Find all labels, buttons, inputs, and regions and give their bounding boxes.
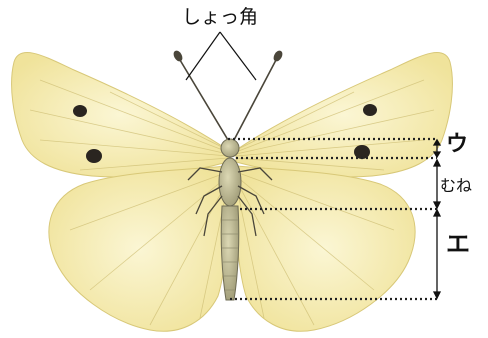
thorax-label: むね	[440, 178, 472, 194]
right-upper-spot	[363, 104, 377, 116]
left-forewing	[12, 53, 228, 178]
abdomen-label: エ	[446, 232, 470, 256]
antenna-pointer	[186, 32, 256, 80]
right-forewing	[236, 53, 452, 178]
head-label: ウ	[446, 134, 468, 156]
left-upper-spot	[73, 105, 87, 117]
thorax	[219, 158, 241, 206]
dimension-arrows	[434, 140, 440, 298]
head	[221, 139, 239, 157]
left-lower-spot	[86, 149, 102, 163]
antenna-label: しょっ角	[182, 8, 258, 27]
